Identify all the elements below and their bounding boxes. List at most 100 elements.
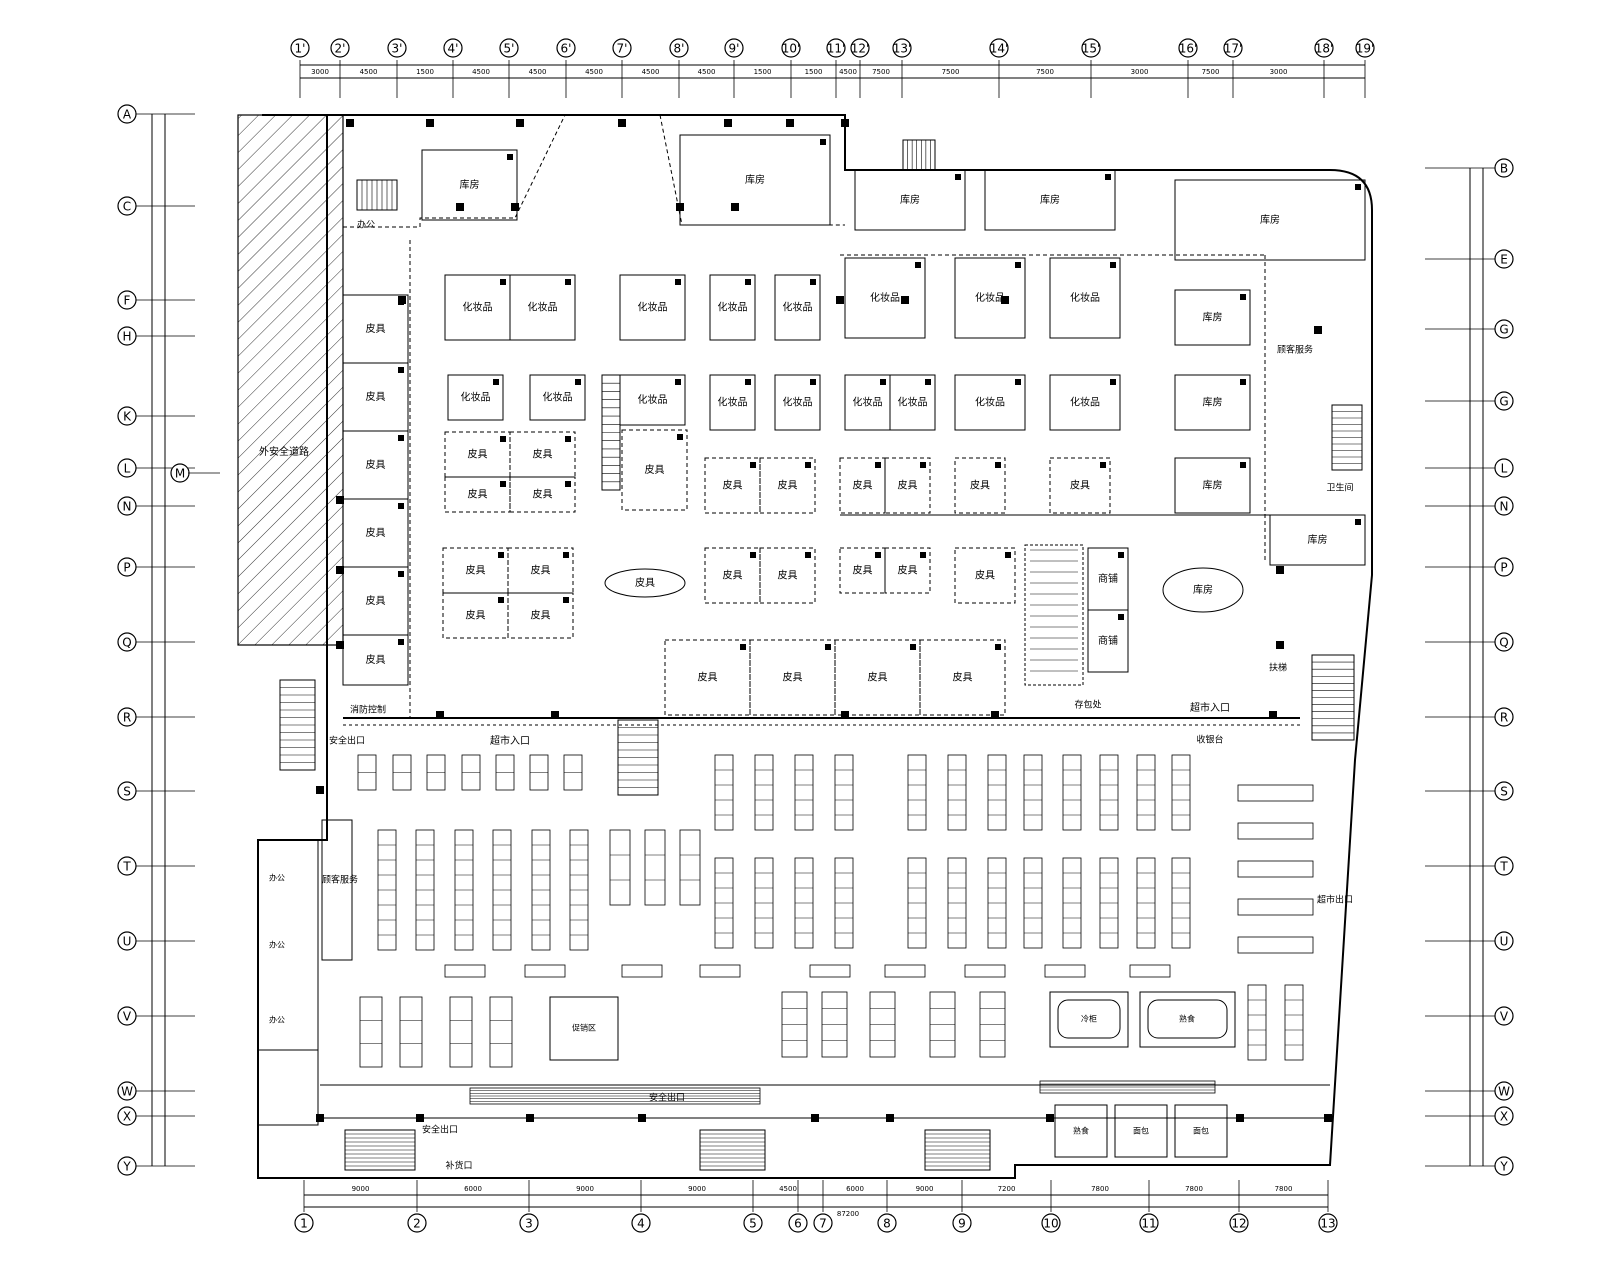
leather-shop-3-label: 皮具 [366, 526, 386, 539]
left-axis-9-label: R [123, 711, 131, 725]
shelf-short-15 [679, 829, 701, 906]
shelf-right-44 [1237, 936, 1314, 954]
shelf-right-41 [1237, 822, 1314, 840]
storage-room-3-column [955, 174, 961, 180]
column-15 [1314, 326, 1322, 334]
bench-53 [1129, 964, 1171, 978]
bottom-dim-7: 7200 [998, 1185, 1016, 1193]
column-31 [811, 1114, 819, 1122]
left-axis-1-bubble [117, 196, 137, 216]
cosmetics-counter-12 [774, 374, 821, 431]
right-axis-13-bubble [1494, 1081, 1514, 1101]
leather-block-9 [704, 457, 761, 514]
top-dim-2: 1500 [416, 68, 434, 76]
storage-room-3-label: 库房 [900, 193, 920, 206]
bench-50 [884, 964, 926, 978]
top-axis-8-label: 9' [729, 42, 740, 56]
leather-block-12 [884, 457, 931, 514]
bottom-dim-5: 6000 [846, 1185, 864, 1193]
left-axis-7-bubble [117, 557, 137, 577]
leather-block-2-label: 皮具 [468, 488, 488, 501]
top-axis-1-bubble [330, 38, 350, 58]
cosmetics-counter-4 [774, 274, 821, 341]
oval-display-2 [1162, 567, 1244, 613]
top-dim-6: 4500 [642, 68, 660, 76]
storage-room-1-label: 库房 [460, 178, 480, 191]
column-23 [841, 711, 849, 719]
bench-52 [1044, 964, 1086, 978]
leather-block-6-label: 皮具 [466, 609, 486, 622]
bottom-dim-9: 7800 [1185, 1185, 1203, 1193]
column-19 [336, 566, 344, 574]
bottom-dim-2: 9000 [576, 1185, 594, 1193]
right-axis-12-label: V [1500, 1010, 1509, 1024]
leather-block-22-column [910, 644, 916, 650]
leather-block-16-label: 皮具 [778, 569, 798, 582]
left-axis-extra-label: M [175, 467, 185, 481]
leather-block-16-column [805, 552, 811, 558]
column-27 [316, 1114, 324, 1122]
cosmetics-counter-0-column [500, 279, 506, 285]
column-17 [1276, 641, 1284, 649]
kitchen-0 [1054, 1104, 1108, 1158]
hatched-strip [237, 114, 344, 646]
shelf-top-26 [1136, 754, 1156, 831]
supply-exit-label: 补货口 [445, 1160, 472, 1172]
column-5 [786, 119, 794, 127]
bottom-axis-12-bubble [1318, 1213, 1338, 1233]
column-20 [336, 496, 344, 504]
top-axis-14-label: 15' [1082, 42, 1101, 56]
cosmetics-counter-8 [447, 374, 504, 421]
top-axis-6-bubble [612, 38, 632, 58]
shop-2-column [1118, 614, 1124, 620]
cosmetics-counter-14-column [925, 379, 931, 385]
leather-block-19-column [1005, 552, 1011, 558]
top-axis-4-bubble [499, 38, 519, 58]
bottom-axis-1-label: 2 [413, 1217, 421, 1231]
leather-shop-2-column [398, 435, 404, 441]
bottom-dim-6: 9000 [916, 1185, 934, 1193]
leather-block-10 [759, 457, 816, 514]
column-8 [511, 203, 519, 211]
top-dim-7: 4500 [698, 68, 716, 76]
cosmetics-counter-9 [529, 374, 586, 421]
column-33 [1046, 1114, 1054, 1122]
right-axis-13-label: W [1498, 1085, 1510, 1099]
leather-block-14-column [1100, 462, 1106, 468]
leather-block-1 [509, 431, 576, 478]
top-dim-1: 4500 [360, 68, 378, 76]
bottom-dim-8: 7800 [1091, 1185, 1109, 1193]
bench-45 [444, 964, 486, 978]
oval-display-1-label: 皮具 [635, 576, 655, 589]
shelf-top-17 [754, 754, 774, 831]
kitchen-1 [1114, 1104, 1168, 1158]
column-7 [456, 203, 464, 211]
top-axis-17-bubble [1314, 38, 1334, 58]
left-axis-2-bubble [117, 290, 137, 310]
left-axis-8-label: Q [122, 636, 131, 650]
leather-block-17-label: 皮具 [853, 564, 873, 577]
top-dim-13: 7500 [1036, 68, 1054, 76]
cosmetics-counter-13-label: 化妆品 [853, 396, 883, 409]
storage-room-2-label: 库房 [745, 173, 765, 186]
top-axis-18-bubble [1355, 38, 1375, 58]
top-dim-12: 7500 [942, 68, 960, 76]
leather-block-5-label: 皮具 [531, 564, 551, 577]
top-axis-12-label: 13' [893, 42, 912, 56]
right-axis-10-label: T [1499, 860, 1508, 874]
leather-block-21-label: 皮具 [783, 671, 803, 684]
bottom-dim-10: 7800 [1275, 1185, 1293, 1193]
bottom-dim-0: 9000 [352, 1185, 370, 1193]
column-9 [676, 203, 684, 211]
storage-room-9-column [1355, 519, 1361, 525]
bottom-axis-4-bubble [743, 1213, 763, 1233]
bench-48 [699, 964, 741, 978]
cosmetics-counter-7-label: 化妆品 [1070, 291, 1100, 304]
building-outline [257, 114, 1373, 1179]
top-axis-5-bubble [556, 38, 576, 58]
leather-block-3-label: 皮具 [533, 488, 553, 501]
leather-block-9-label: 皮具 [723, 479, 743, 492]
storage-room-6 [1174, 289, 1251, 346]
emergency-exit-label-3: 安全出口 [649, 1092, 685, 1104]
leather-shop-0-label: 皮具 [366, 322, 386, 335]
